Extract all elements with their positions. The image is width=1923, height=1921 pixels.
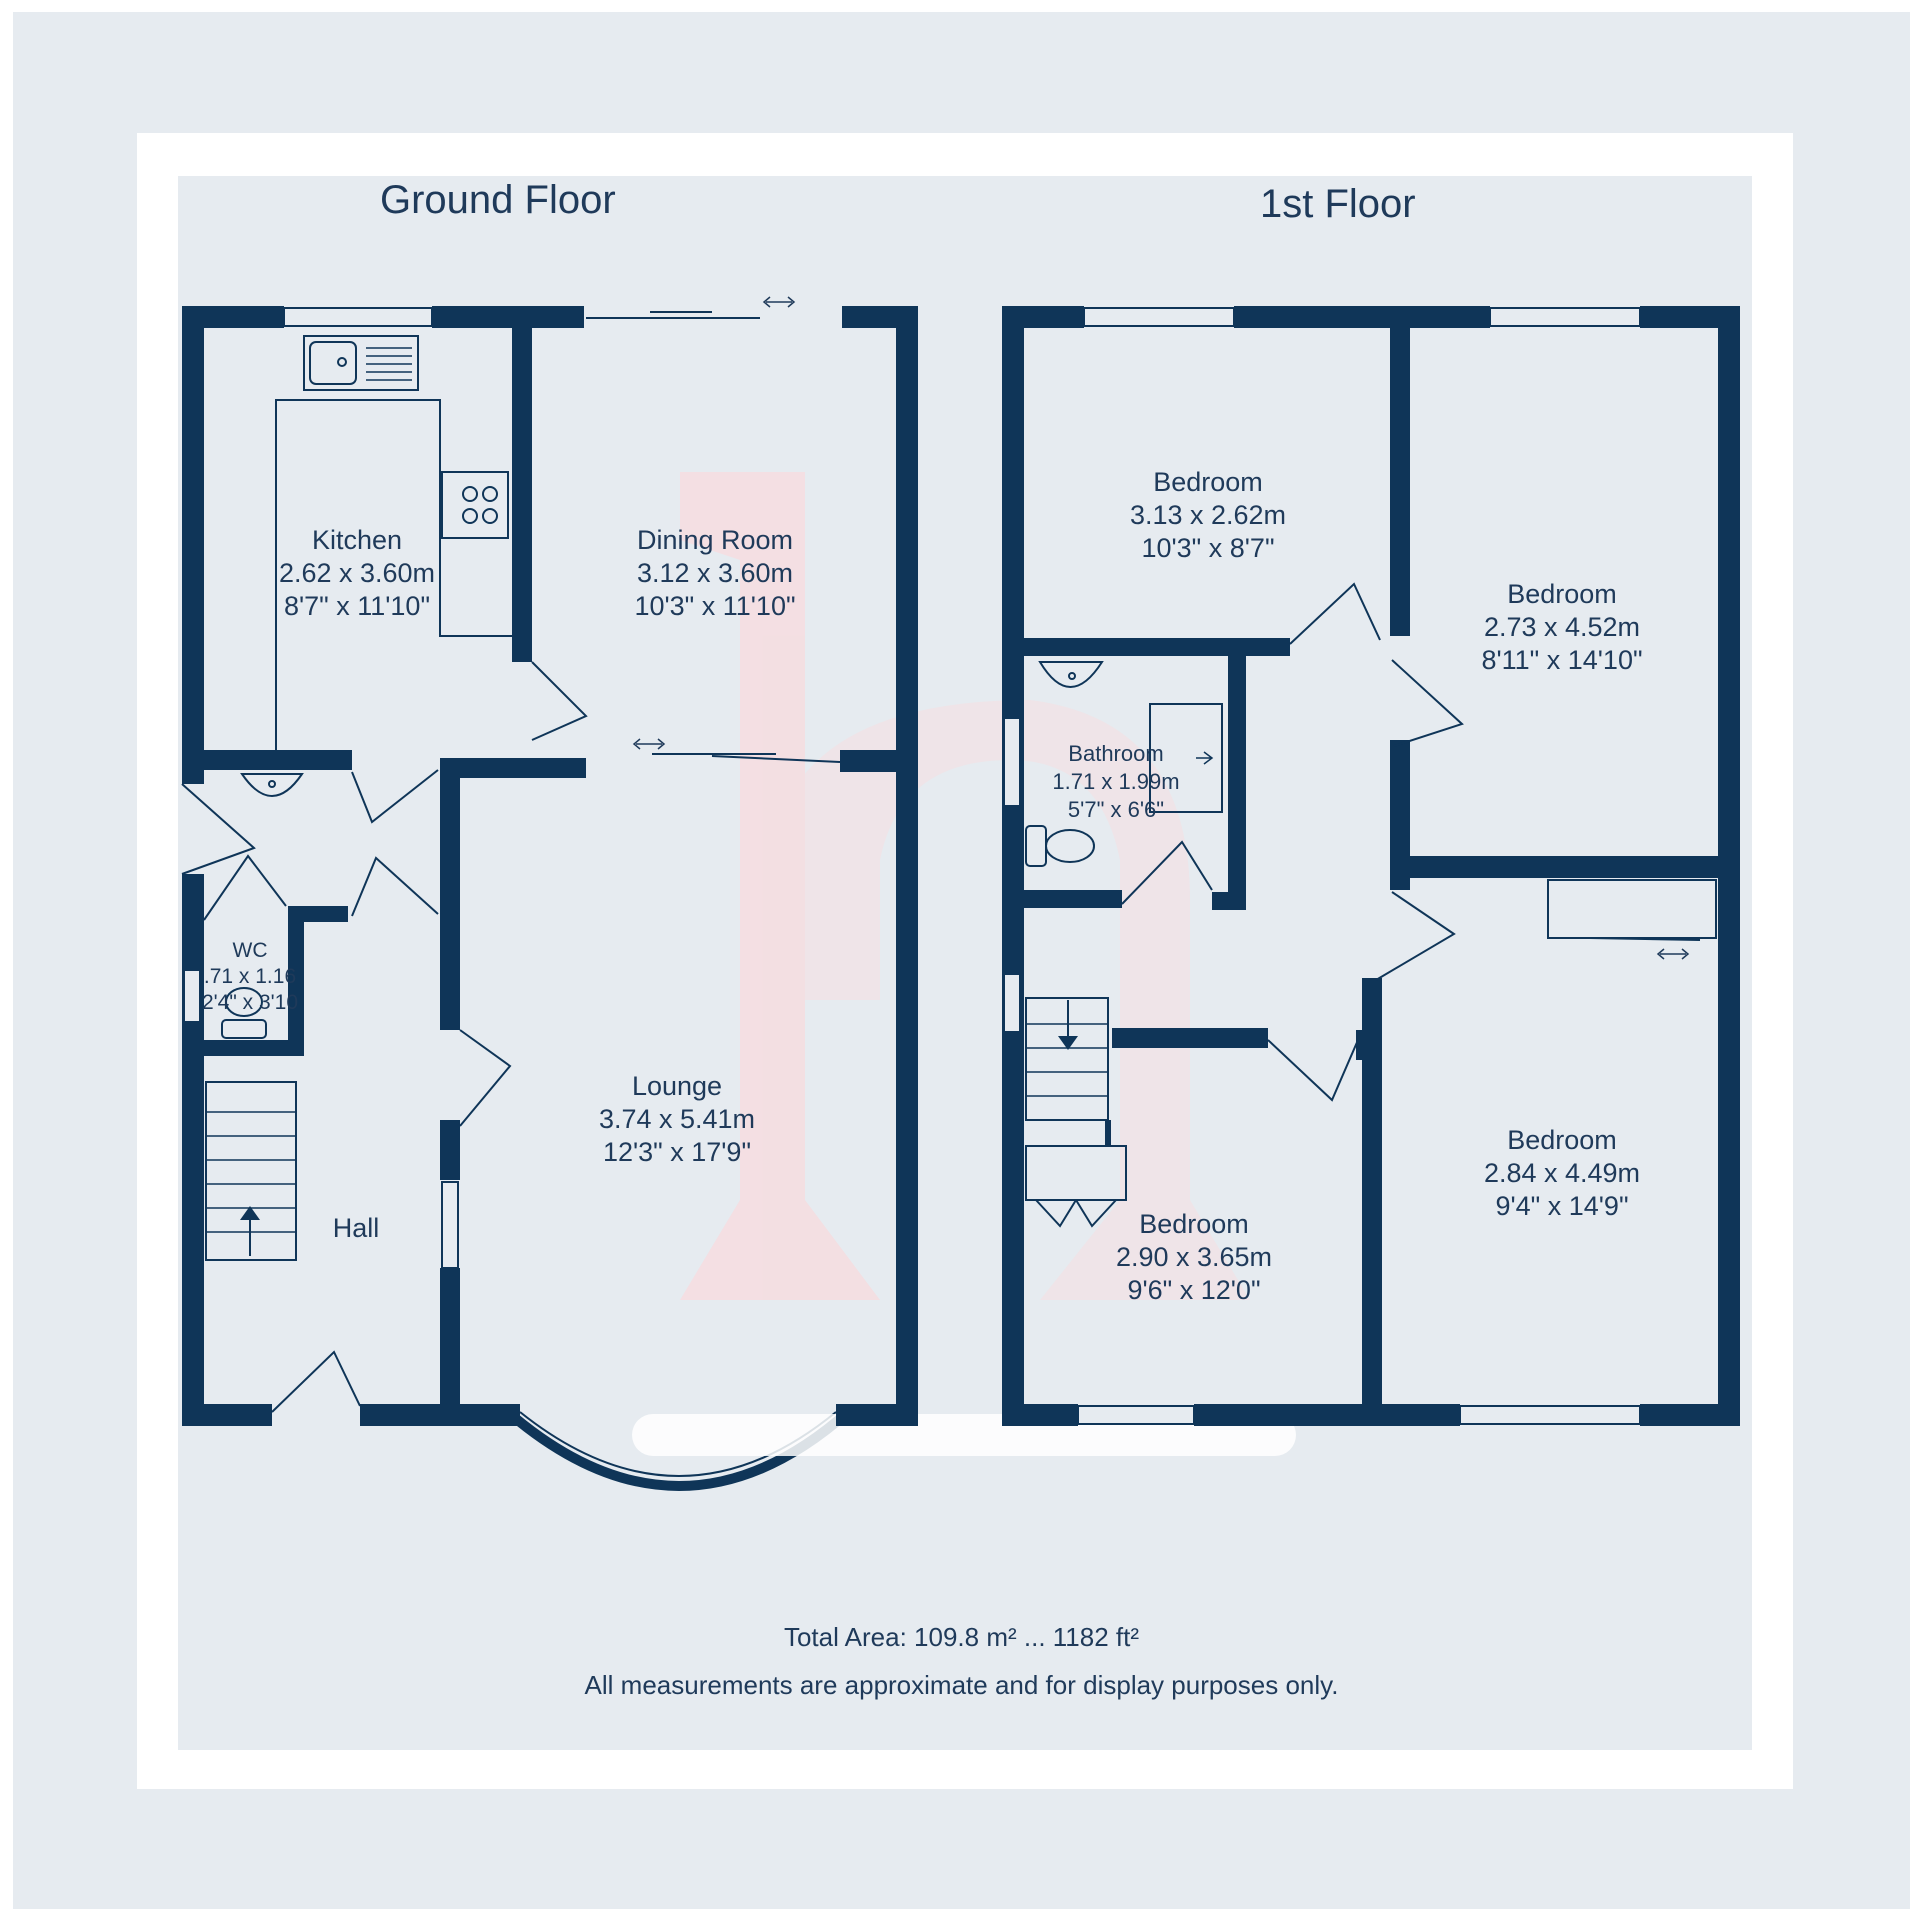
room-label-dining: Dining Room 3.12 x 3.60m 10'3" x 11'10" (634, 524, 795, 623)
room-label-bedroom-2: Bedroom 2.73 x 4.52m 8'11" x 14'10" (1481, 578, 1642, 677)
room-name: Kitchen (311, 525, 403, 555)
first-floor-fixtures (1003, 307, 1717, 1425)
first-floor-walls (1002, 306, 1740, 1426)
total-area-text: Total Area: 109.8 m² ... 1182 ft² (783, 1622, 1140, 1652)
room-imperial: 2'4" x 3'10 (201, 991, 299, 1014)
ground-floor-walls (182, 306, 918, 1426)
room-metric: 2.84 x 4.49m (1483, 1158, 1641, 1188)
room-label-hall: Hall (333, 1212, 380, 1245)
room-label-bedroom-1: Bedroom 3.13 x 2.62m 10'3" x 8'7" (1130, 466, 1286, 565)
room-metric: 3.74 x 5.41m (598, 1104, 756, 1134)
sliding-arrows (632, 296, 1690, 960)
room-name: Lounge (631, 1071, 723, 1101)
first-floor-title: 1st Floor (1260, 182, 1416, 226)
room-metric: 3.13 x 2.62m (1129, 500, 1287, 530)
room-label-bedroom-3: Bedroom 2.90 x 3.65m 9'6" x 12'0" (1116, 1208, 1272, 1307)
room-imperial: 8'7" x 11'10" (283, 591, 431, 621)
room-metric: 2.73 x 4.52m (1483, 612, 1641, 642)
first-arrow-heads (1058, 1036, 1078, 1050)
room-metric: 1.71 x 1.99m (1052, 769, 1180, 794)
room-label-bathroom: Bathroom 1.71 x 1.99m 5'7" x 6'6" (1052, 740, 1179, 824)
room-name: Bathroom (1068, 741, 1164, 766)
room-name: Hall (332, 1213, 380, 1243)
room-imperial: 8'11" x 14'10" (1481, 645, 1643, 675)
room-imperial: 9'6" x 12'0" (1127, 1275, 1261, 1305)
room-imperial: 5'7" x 6'6" (1067, 797, 1165, 822)
room-metric: 3.12 x 3.60m (636, 558, 794, 588)
room-metric: .71 x 1.16 (203, 965, 297, 988)
room-name: Dining Room (636, 525, 794, 555)
room-name: Bedroom (1507, 1125, 1617, 1155)
room-name: Bedroom (1153, 467, 1263, 497)
room-label-lounge: Lounge 3.74 x 5.41m 12'3" x 17'9" (599, 1070, 755, 1169)
room-name: Bedroom (1139, 1209, 1249, 1239)
disclaimer-text: All measurements are approximate and for… (584, 1670, 1339, 1700)
room-metric: 2.90 x 3.65m (1115, 1242, 1273, 1272)
room-imperial: 10'3" x 11'10" (634, 591, 796, 621)
room-name: Bedroom (1507, 579, 1617, 609)
room-label-bedroom-4: Bedroom 2.84 x 4.49m 9'4" x 14'9" (1484, 1124, 1640, 1223)
watermark-logo (680, 472, 1250, 1300)
room-imperial: 12'3" x 17'9" (602, 1137, 752, 1167)
room-name: WC (232, 939, 268, 962)
ground-floor-title: Ground Floor (380, 178, 616, 222)
room-label-kitchen: Kitchen 2.62 x 3.60m 8'7" x 11'10" (279, 524, 435, 623)
room-imperial: 10'3" x 8'7" (1141, 533, 1275, 563)
room-metric: 2.62 x 3.60m (278, 558, 436, 588)
room-imperial: 9'4" x 14'9" (1495, 1191, 1629, 1221)
ground-arrow-heads (240, 1206, 260, 1220)
ground-floor-fixtures (181, 307, 841, 1413)
room-label-wc: WC .71 x 1.16 2'4" x 3'10 (202, 938, 298, 1016)
